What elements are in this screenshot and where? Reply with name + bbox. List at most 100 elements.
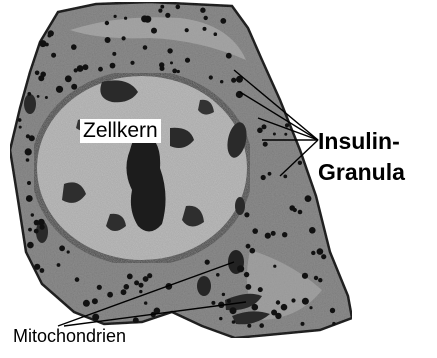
insulin-granule [220,80,223,83]
insulin-granule [26,158,30,162]
insulin-granule [244,212,249,217]
insulin-granule [309,306,312,309]
insulin-granule [172,69,177,74]
insulin-granule [31,213,34,216]
insulin-granule [160,5,164,9]
insulin-granule [281,304,288,311]
insulin-granule [309,227,316,234]
insulin-granule [185,58,190,63]
insulin-granule [92,314,99,321]
insulin-granule [214,32,218,36]
insulin-granule [291,298,295,302]
insulin-granule [263,142,268,147]
insulin-granules-label: Insulin- Granula [318,126,405,188]
insulin-granule [127,274,133,280]
insulin-granule [165,13,170,18]
insulin-granule [56,86,63,93]
insulin-granule [298,210,303,215]
insulin-granule [227,299,231,303]
insulin-granule [122,36,126,40]
insulin-granule [302,273,308,279]
insulin-granule [143,45,148,50]
insulin-granule [330,308,335,313]
insulin-granule [230,307,237,314]
insulin-granule [268,172,272,176]
insulin-granule [110,63,116,69]
insulin-granule [25,148,32,155]
mitochondrion [235,197,245,215]
insulin-granule [34,220,40,226]
insulin-granule [124,284,130,290]
insulin-granule [259,323,264,328]
insulin-granule [40,268,45,273]
insulin-granule [289,205,295,211]
insulin-granule [133,317,139,323]
insulin-granule [19,126,22,129]
insulin-granule [144,301,147,304]
insulin-granule [318,278,322,282]
insulin-granule [130,61,134,65]
insulin-granule [160,66,165,71]
insulin-granule [35,71,40,76]
insulin-granule [317,248,324,255]
insulin-granule [107,292,113,298]
insulin-granule [141,15,148,22]
insulin-granule [45,96,48,99]
insulin-granule [79,68,82,71]
insulin-label-line1: Insulin- [318,126,405,157]
insulin-granule [236,91,243,98]
insulin-granule [34,264,40,270]
insulin-granule [246,244,251,249]
insulin-granule [34,229,39,234]
insulin-granule [121,289,127,295]
insulin-granule [59,245,65,251]
insulin-granule [71,84,77,90]
insulin-granule [134,280,139,285]
insulin-granule [51,53,56,58]
insulin-granule [48,34,52,38]
insulin-granule [311,251,315,255]
insulin-granule [112,52,116,56]
insulin-granule [67,250,70,253]
mitochondria-label: Mitochondrien [13,327,126,345]
insulin-granule [204,16,208,20]
insulin-granule [205,260,210,265]
insulin-granule [231,78,236,83]
insulin-granule [151,28,157,34]
insulin-granule [177,70,180,73]
insulin-granule [105,37,111,43]
mitochondrion [24,94,36,114]
insulin-granule [332,322,335,325]
insulin-granule [283,175,287,179]
insulin-granule [216,273,220,277]
insulin-granule [220,18,226,24]
insulin-granule [298,161,302,165]
insulin-granule [244,272,249,277]
insulin-granule [284,133,287,136]
insulin-granule [26,195,33,202]
insulin-granule [75,277,80,282]
insulin-granule [83,64,89,70]
insulin-granule [247,324,251,328]
insulin-granule [167,48,172,53]
insulin-granule [273,133,276,136]
insulin-granule [262,124,267,129]
insulin-granule [222,293,225,296]
insulin-granule [219,317,222,320]
insulin-granule [37,95,40,98]
mitochondrion [197,276,211,296]
insulin-granule [57,263,61,267]
insulin-granule [285,123,289,127]
insulin-granule [302,298,309,305]
insulin-granule [232,320,236,324]
insulin-granule [276,300,280,304]
insulin-granule [27,181,31,185]
insulin-granule [139,283,144,288]
insulin-granule [314,276,318,280]
insulin-granule [158,9,162,13]
insulin-granule [139,290,142,293]
insulin-granule [271,231,276,236]
insulin-granule [301,322,305,326]
insulin-granule [261,175,266,180]
